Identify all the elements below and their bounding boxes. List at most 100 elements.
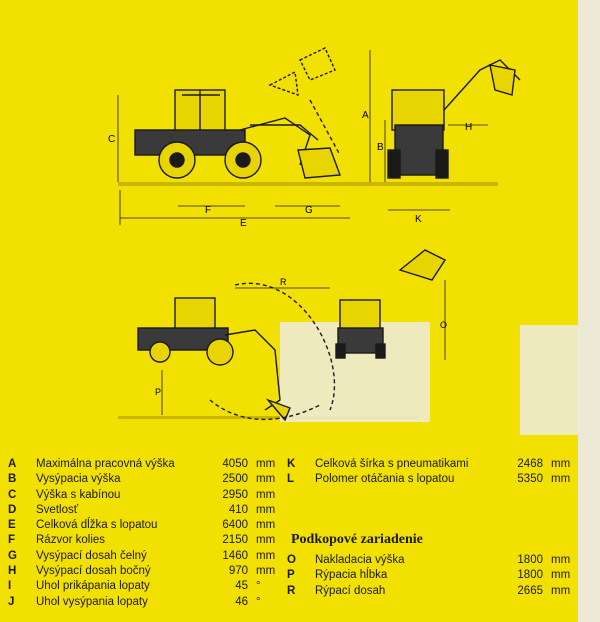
spec-unit: mm [551, 473, 571, 486]
spec-name: Vysýpacia výška [36, 473, 121, 486]
spec-name: Vysýpací dosah bočný [36, 565, 151, 578]
spec-letter: J [8, 595, 15, 608]
dim-label-f: F [205, 205, 211, 216]
dim-label-r: R [280, 277, 287, 287]
backhoe-dimension-drawing: R O P [118, 249, 580, 435]
spec-value: 410 [228, 503, 248, 516]
dim-label-b: B [377, 142, 384, 153]
ground-line-mid [118, 416, 418, 419]
dim-label-e: E [240, 218, 247, 229]
dim-label-o: O [440, 320, 447, 330]
spec-name: Polomer otáčania s lopatou [315, 473, 455, 486]
spec-letter: A [8, 458, 17, 470]
loader-front-view [387, 59, 521, 179]
spec-value: 1460 [222, 549, 248, 562]
spec-value: 2468 [517, 458, 543, 470]
spec-letter: K [287, 458, 296, 470]
spec-row: D Svetlosť 410 mm [8, 503, 280, 518]
spec-value: 2500 [222, 473, 248, 486]
dim-label-g: G [305, 205, 313, 216]
spec-unit: mm [256, 534, 276, 547]
spec-row: H Vysýpací dosah bočný 970 mm [8, 564, 280, 579]
spec-value: 5350 [517, 473, 543, 486]
spec-letter: L [287, 473, 295, 486]
spec-letter: B [8, 473, 17, 486]
spec-name: Svetlosť [36, 503, 79, 516]
spec-row: L Polomer otáčania s lopatou 5350 mm [287, 472, 575, 487]
dim-label-p: P [155, 387, 161, 397]
spec-letter: F [8, 534, 16, 547]
spec-name: Maximálna pracovná výška [36, 458, 175, 470]
spec-name: Uhol prikápania lopaty [36, 580, 150, 593]
spec-unit: ° [256, 580, 261, 593]
spec-unit: mm [551, 554, 571, 566]
spec-row: C Výška s kabínou 2950 mm [8, 488, 280, 503]
spec-value: 46 [235, 595, 248, 608]
spec-unit: mm [256, 458, 276, 470]
spec-value: 45 [235, 580, 248, 593]
spec-row: A Maximálna pracovná výška 4050 mm [8, 457, 280, 472]
dim-label-h: H [465, 122, 472, 133]
backhoe-heading: Podkopové zariadenie [291, 532, 423, 547]
spec-value: 1800 [517, 554, 543, 566]
spec-value: 2150 [222, 534, 248, 547]
spec-row: O Nakladacia výška 1800 mm [287, 553, 575, 568]
spec-letter: R [287, 584, 296, 597]
spec-name: Nakladacia výška [315, 554, 405, 566]
spec-name: Celková dĺžka s lopatou [36, 519, 158, 532]
spec-value: 2950 [222, 488, 248, 501]
spec-row: I Uhol prikápania lopaty 45 ° [8, 579, 280, 594]
dim-label-a: A [362, 110, 369, 121]
spec-row: F Rázvor kolies 2150 mm [8, 533, 280, 548]
spec-row: E Celková dĺžka s lopatou 6400 mm [8, 518, 280, 533]
spec-letter: E [8, 519, 16, 532]
spec-letter: I [8, 580, 12, 593]
spec-name: Rýpacia hĺbka [315, 569, 388, 582]
spec-letter: P [287, 569, 295, 582]
backhoe-front-view [335, 249, 447, 359]
spec-name: Výška s kabínou [36, 488, 121, 501]
spec-value: 6400 [222, 519, 248, 532]
dim-label-c: C [108, 134, 115, 145]
spec-row: P Rýpacia hĺbka 1800 mm [287, 568, 575, 583]
spec-unit: mm [551, 584, 571, 597]
spec-letter: H [8, 565, 17, 578]
spec-name: Celková šírka s pneumatikami [315, 458, 469, 470]
spec-name: Rázvor kolies [36, 534, 106, 547]
dim-label-k: K [415, 214, 422, 225]
spec-name: Uhol vysýpania lopaty [36, 595, 148, 608]
spec-name: Rýpací dosah [315, 584, 386, 597]
spec-unit: mm [256, 565, 276, 578]
spec-row: R Rýpací dosah 2665 mm [287, 584, 575, 599]
spec-unit: mm [256, 488, 276, 501]
spec-unit: mm [256, 473, 276, 486]
ground-line [118, 182, 498, 186]
spec-value: 1800 [517, 569, 543, 582]
spec-row: K Celková šírka s pneumatikami 2468 mm [287, 457, 575, 472]
spec-row: J Uhol vysýpania lopaty 46 ° [8, 595, 280, 610]
spec-letter: O [287, 554, 296, 566]
spec-unit: mm [256, 519, 276, 532]
spec-unit: mm [256, 503, 276, 516]
spec-unit: mm [551, 458, 571, 470]
spec-value: 2665 [517, 584, 543, 597]
spec-unit: mm [256, 549, 276, 562]
margin-strip [578, 0, 600, 622]
spec-value: 970 [228, 565, 248, 578]
spec-letter: C [8, 488, 17, 501]
spec-name: Vysýpací dosah čelný [36, 549, 147, 562]
loader-dimension-drawing: C A B F E G H K [108, 47, 521, 229]
spec-letter: D [8, 503, 17, 516]
ghost-text-block [520, 325, 580, 435]
spec-row: B Vysýpacia výška 2500 mm [8, 472, 280, 487]
spec-unit: ° [256, 595, 261, 608]
loader-side-view [134, 47, 341, 179]
backhoe-side-view [137, 282, 336, 422]
spec-value: 4050 [222, 458, 248, 470]
spec-unit: mm [551, 569, 571, 582]
